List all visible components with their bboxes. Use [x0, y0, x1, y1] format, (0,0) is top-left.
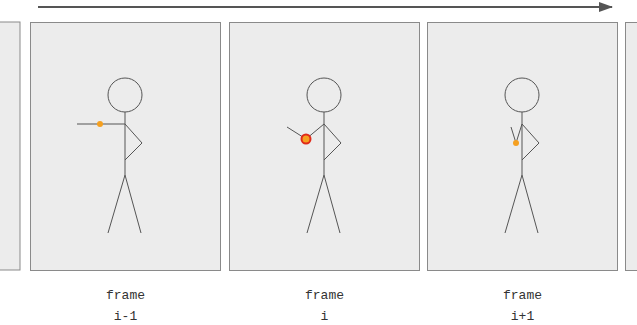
frame-panel: [31, 23, 221, 271]
frame-box: frame i: [229, 22, 420, 271]
time-arrow: [38, 6, 612, 8]
hand-dot: [513, 140, 519, 146]
frame-panel: [428, 23, 618, 271]
partial-frame: [626, 23, 637, 271]
frame-panel: [230, 23, 420, 271]
frame-label: frame i: [301, 285, 348, 325]
stick-figure: [77, 78, 142, 233]
frame-box: frame i-1: [30, 22, 221, 271]
stick-figure: [505, 78, 539, 233]
frame-label: frame i+1: [499, 285, 546, 325]
stick-figure: [287, 78, 341, 233]
hand-dot: [97, 121, 103, 127]
partial-frame: [0, 22, 20, 270]
frame-label: frame i-1: [102, 285, 149, 325]
frame-box: frame i+1: [427, 22, 618, 271]
hand-dot-highlight: [302, 135, 311, 144]
